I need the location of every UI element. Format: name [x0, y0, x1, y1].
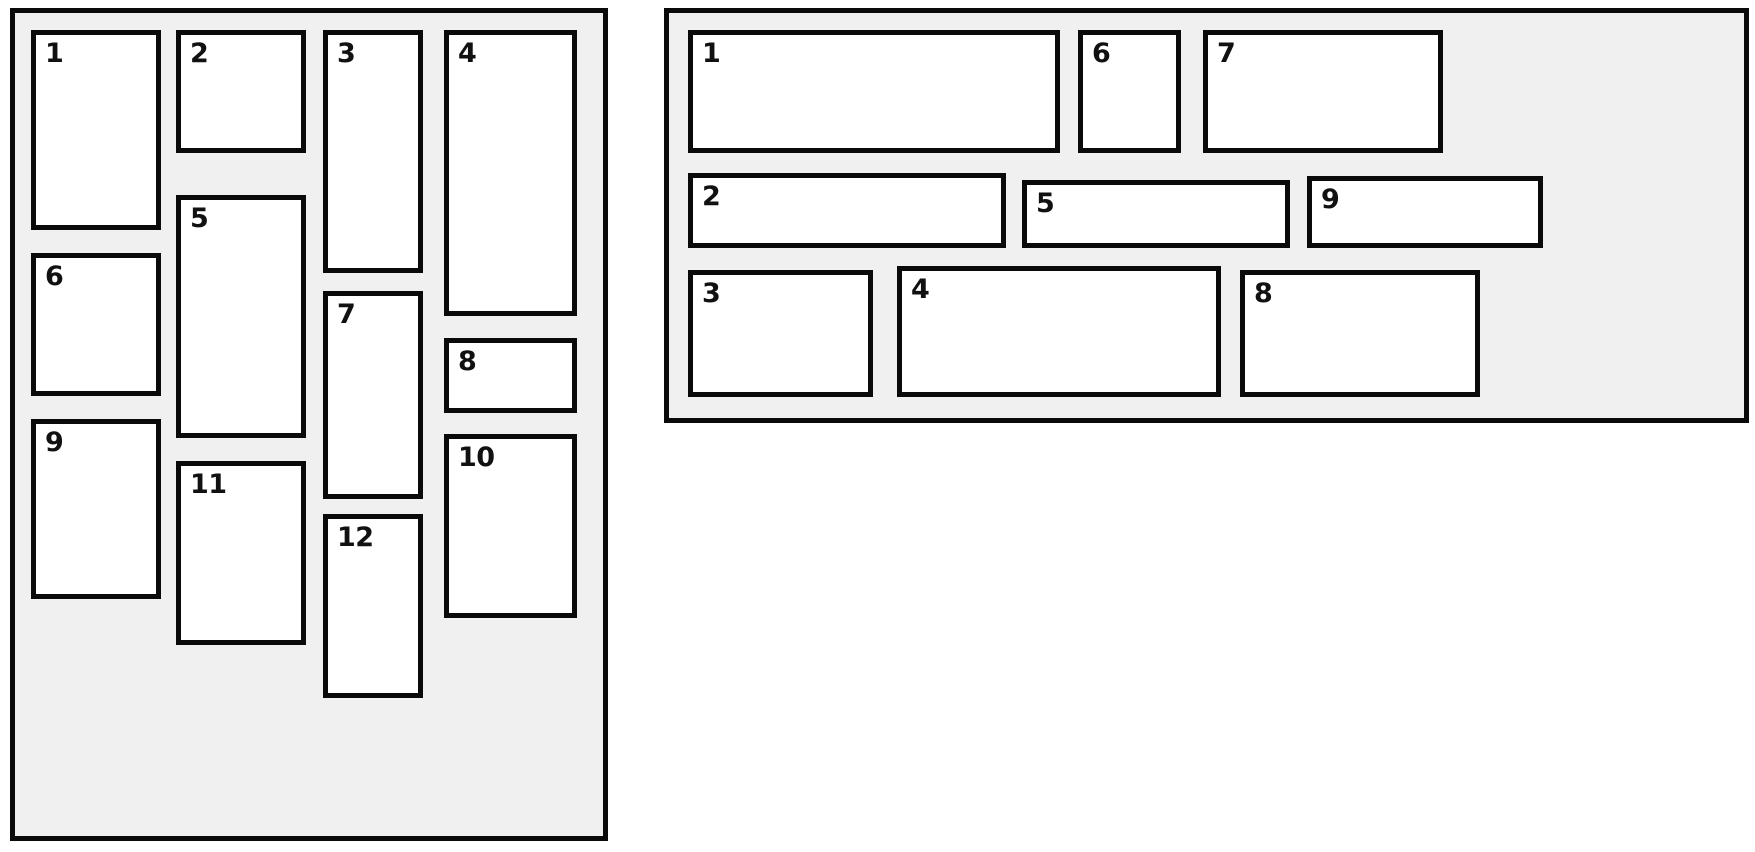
layout-cell-label: 12 — [337, 522, 374, 553]
layout-cell-label: 9 — [45, 427, 64, 458]
layout-cell-6[interactable]: 6 — [1078, 30, 1181, 153]
layout-cell-label: 5 — [1036, 188, 1055, 219]
layout-cell-7[interactable]: 7 — [1203, 30, 1443, 153]
layout-cell-2[interactable]: 2 — [688, 173, 1006, 248]
layout-cell-4[interactable]: 4 — [444, 30, 577, 316]
layout-cell-8[interactable]: 8 — [1240, 270, 1480, 397]
layout-cell-label: 8 — [458, 346, 477, 377]
layout-cell-label: 5 — [190, 203, 209, 234]
layout-cell-3[interactable]: 3 — [688, 270, 873, 397]
layout-cell-label: 4 — [911, 274, 930, 305]
layout-cell-1[interactable]: 1 — [688, 30, 1060, 153]
layout-cell-label: 7 — [1217, 38, 1236, 69]
layout-cell-9[interactable]: 9 — [31, 419, 161, 599]
layout-cell-5[interactable]: 5 — [1022, 180, 1290, 248]
layout-cell-label: 2 — [702, 181, 721, 212]
layout-cell-label: 8 — [1254, 278, 1273, 309]
layout-cell-label: 10 — [458, 442, 495, 473]
layout-cell-2[interactable]: 2 — [176, 30, 306, 153]
layout-cell-label: 11 — [190, 469, 227, 500]
layout-cell-label: 6 — [45, 261, 64, 292]
layout-cell-label: 7 — [337, 299, 356, 330]
layout-cell-label: 4 — [458, 38, 477, 69]
layout-cell-9[interactable]: 9 — [1307, 176, 1543, 248]
layout-cell-label: 6 — [1092, 38, 1111, 69]
layout-cell-label: 3 — [702, 278, 721, 309]
layout-cell-4[interactable]: 4 — [897, 266, 1221, 397]
layout-cell-label: 2 — [190, 38, 209, 69]
layout-cell-6[interactable]: 6 — [31, 253, 161, 396]
layout-cell-7[interactable]: 7 — [323, 291, 423, 499]
layout-cell-5[interactable]: 5 — [176, 195, 306, 438]
layout-cell-12[interactable]: 12 — [323, 514, 423, 698]
masonry-layout-panel-right: 1 6 7 2 5 9 3 4 8 — [664, 8, 1749, 423]
layout-cell-10[interactable]: 10 — [444, 434, 577, 618]
layout-cell-11[interactable]: 11 — [176, 461, 306, 645]
layout-cell-1[interactable]: 1 — [31, 30, 161, 230]
layout-cell-label: 9 — [1321, 184, 1340, 215]
layout-cell-label: 3 — [337, 38, 356, 69]
layout-cell-label: 1 — [702, 38, 721, 69]
layout-cell-3[interactable]: 3 — [323, 30, 423, 273]
layout-cell-8[interactable]: 8 — [444, 338, 577, 413]
layout-cell-label: 1 — [45, 38, 64, 69]
